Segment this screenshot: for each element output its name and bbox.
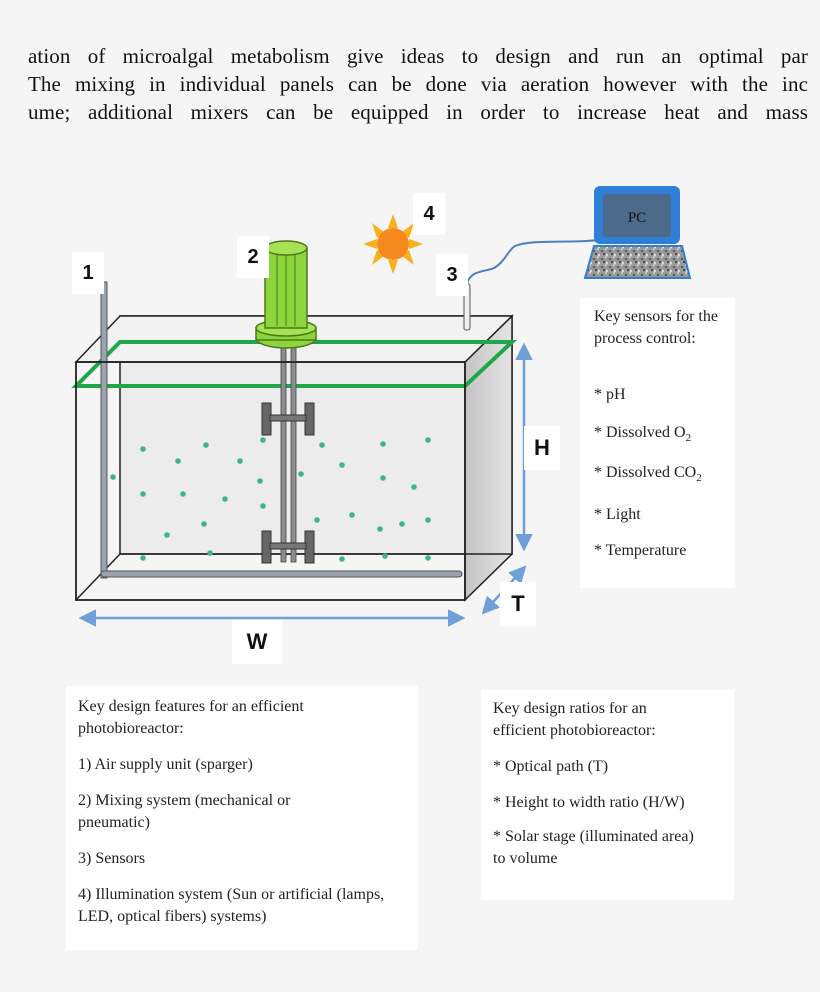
feature-item-1: 1) Air supply unit (sparger) [78,756,253,773]
sensors-heading: Key sensors for the process control: [594,308,718,347]
sensor-item-light: * Light [594,506,641,523]
sparger [100,281,463,579]
paragraph-line-2: The mixing in individual panels can be d… [28,72,808,96]
sensor-item-ph: * pH [594,386,626,403]
air-bubbles [110,437,431,562]
tank [74,314,514,602]
design-features-box: Key design features for an efficient pho… [66,686,418,950]
label-sensor: 3 [436,254,468,296]
ratio-item-1: * Optical path (T) [493,758,609,775]
sensors-box: Key sensors for the process control: * p… [580,298,735,588]
label-mixer: 2 [237,236,269,278]
design-ratios-box: Key design ratios for an efficient photo… [481,690,734,900]
label-width: W [232,620,282,664]
feature-item-4: 4) Illumination system (Sun or artificia… [78,886,385,925]
sensor-item-temperature: * Temperature [594,542,687,559]
pc-label: PC [628,210,646,226]
label-sun: 4 [413,193,445,235]
ratio-item-3: * Solar stage (illuminated area) to volu… [493,828,694,867]
label-sparger: 1 [72,252,104,294]
sensor-item-o2: * Dissolved O2 [594,424,692,445]
label-thickness: T [500,582,536,626]
sensor-item-co2: * Dissolved CO2 [594,464,702,485]
mixer [255,240,317,564]
paragraph-line-1: ation of microalgal metabolism give idea… [28,44,808,68]
tank-front [75,361,466,601]
sun-icon [363,214,423,274]
label-height: H [524,426,560,470]
feature-item-3: 3) Sensors [78,850,146,867]
paragraph-line-3: ume; additional mixers can be equipped i… [28,100,808,124]
ratio-item-2: * Height to width ratio (H/W) [493,794,685,811]
feature-item-2: 2) Mixing system (mechanical or pneumati… [78,792,291,831]
pc-icon: PC [583,186,692,279]
ratios-heading: Key design ratios for an efficient photo… [493,700,656,739]
features-heading: Key design features for an efficient pho… [78,698,304,737]
